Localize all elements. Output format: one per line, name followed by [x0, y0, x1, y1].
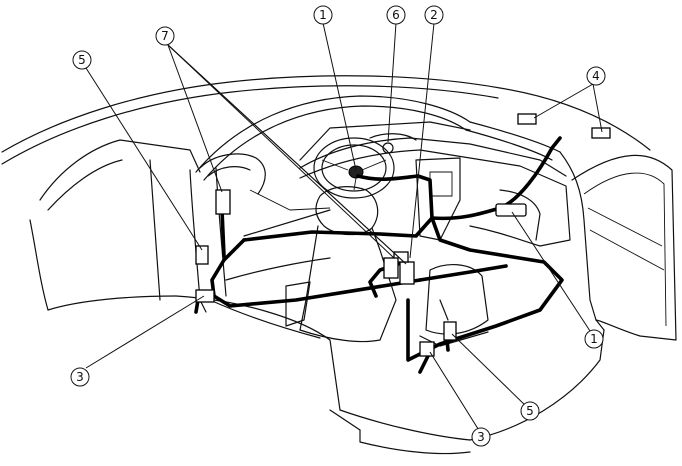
srs-components	[195, 113, 611, 357]
callout-c5-bottom: 5	[520, 401, 540, 421]
callout-number: 4	[592, 69, 600, 83]
side-sensor-right	[443, 321, 457, 341]
callout-number: 7	[161, 29, 169, 43]
callout-number: 3	[477, 430, 485, 444]
side-curtain-inflator-right	[591, 127, 611, 139]
front-pretensioner-module	[383, 257, 399, 279]
callout-c2-top: 2	[424, 5, 444, 25]
callout-number: 2	[430, 8, 438, 22]
callout-c7-top: 7	[155, 26, 175, 46]
callout-c3-left: 3	[70, 367, 90, 387]
callout-c3-bottom: 3	[471, 427, 491, 447]
callout-leader-lines	[85, 22, 603, 433]
side-sensor-left	[195, 245, 209, 265]
seat-belt-pretensioner-rear	[215, 189, 231, 215]
srs-wiring-harness	[194, 136, 564, 374]
side-curtain-inflator-left	[517, 113, 537, 125]
callout-number: 5	[526, 404, 534, 418]
callout-c1-top: 1	[313, 5, 333, 25]
callout-c5-left: 5	[72, 50, 92, 70]
callout-number: 6	[392, 8, 400, 22]
callout-number: 5	[78, 53, 86, 67]
srs-control-module	[495, 203, 527, 217]
callout-c6-top: 6	[386, 5, 406, 25]
seat-belt-buckle-sensor-left	[195, 289, 215, 303]
seat-belt-buckle-sensor-right	[419, 341, 435, 357]
seat-belt-pretensioner-front	[399, 261, 415, 285]
callout-number: 3	[76, 370, 84, 384]
center-sensor	[393, 251, 409, 263]
callout-number: 1	[590, 332, 598, 346]
callout-c4-right: 4	[586, 66, 606, 86]
callout-number: 1	[319, 8, 327, 22]
car-body-outline	[1, 75, 677, 455]
srs-warning-lamp	[382, 142, 394, 154]
callout-c1-right: 1	[584, 329, 604, 349]
